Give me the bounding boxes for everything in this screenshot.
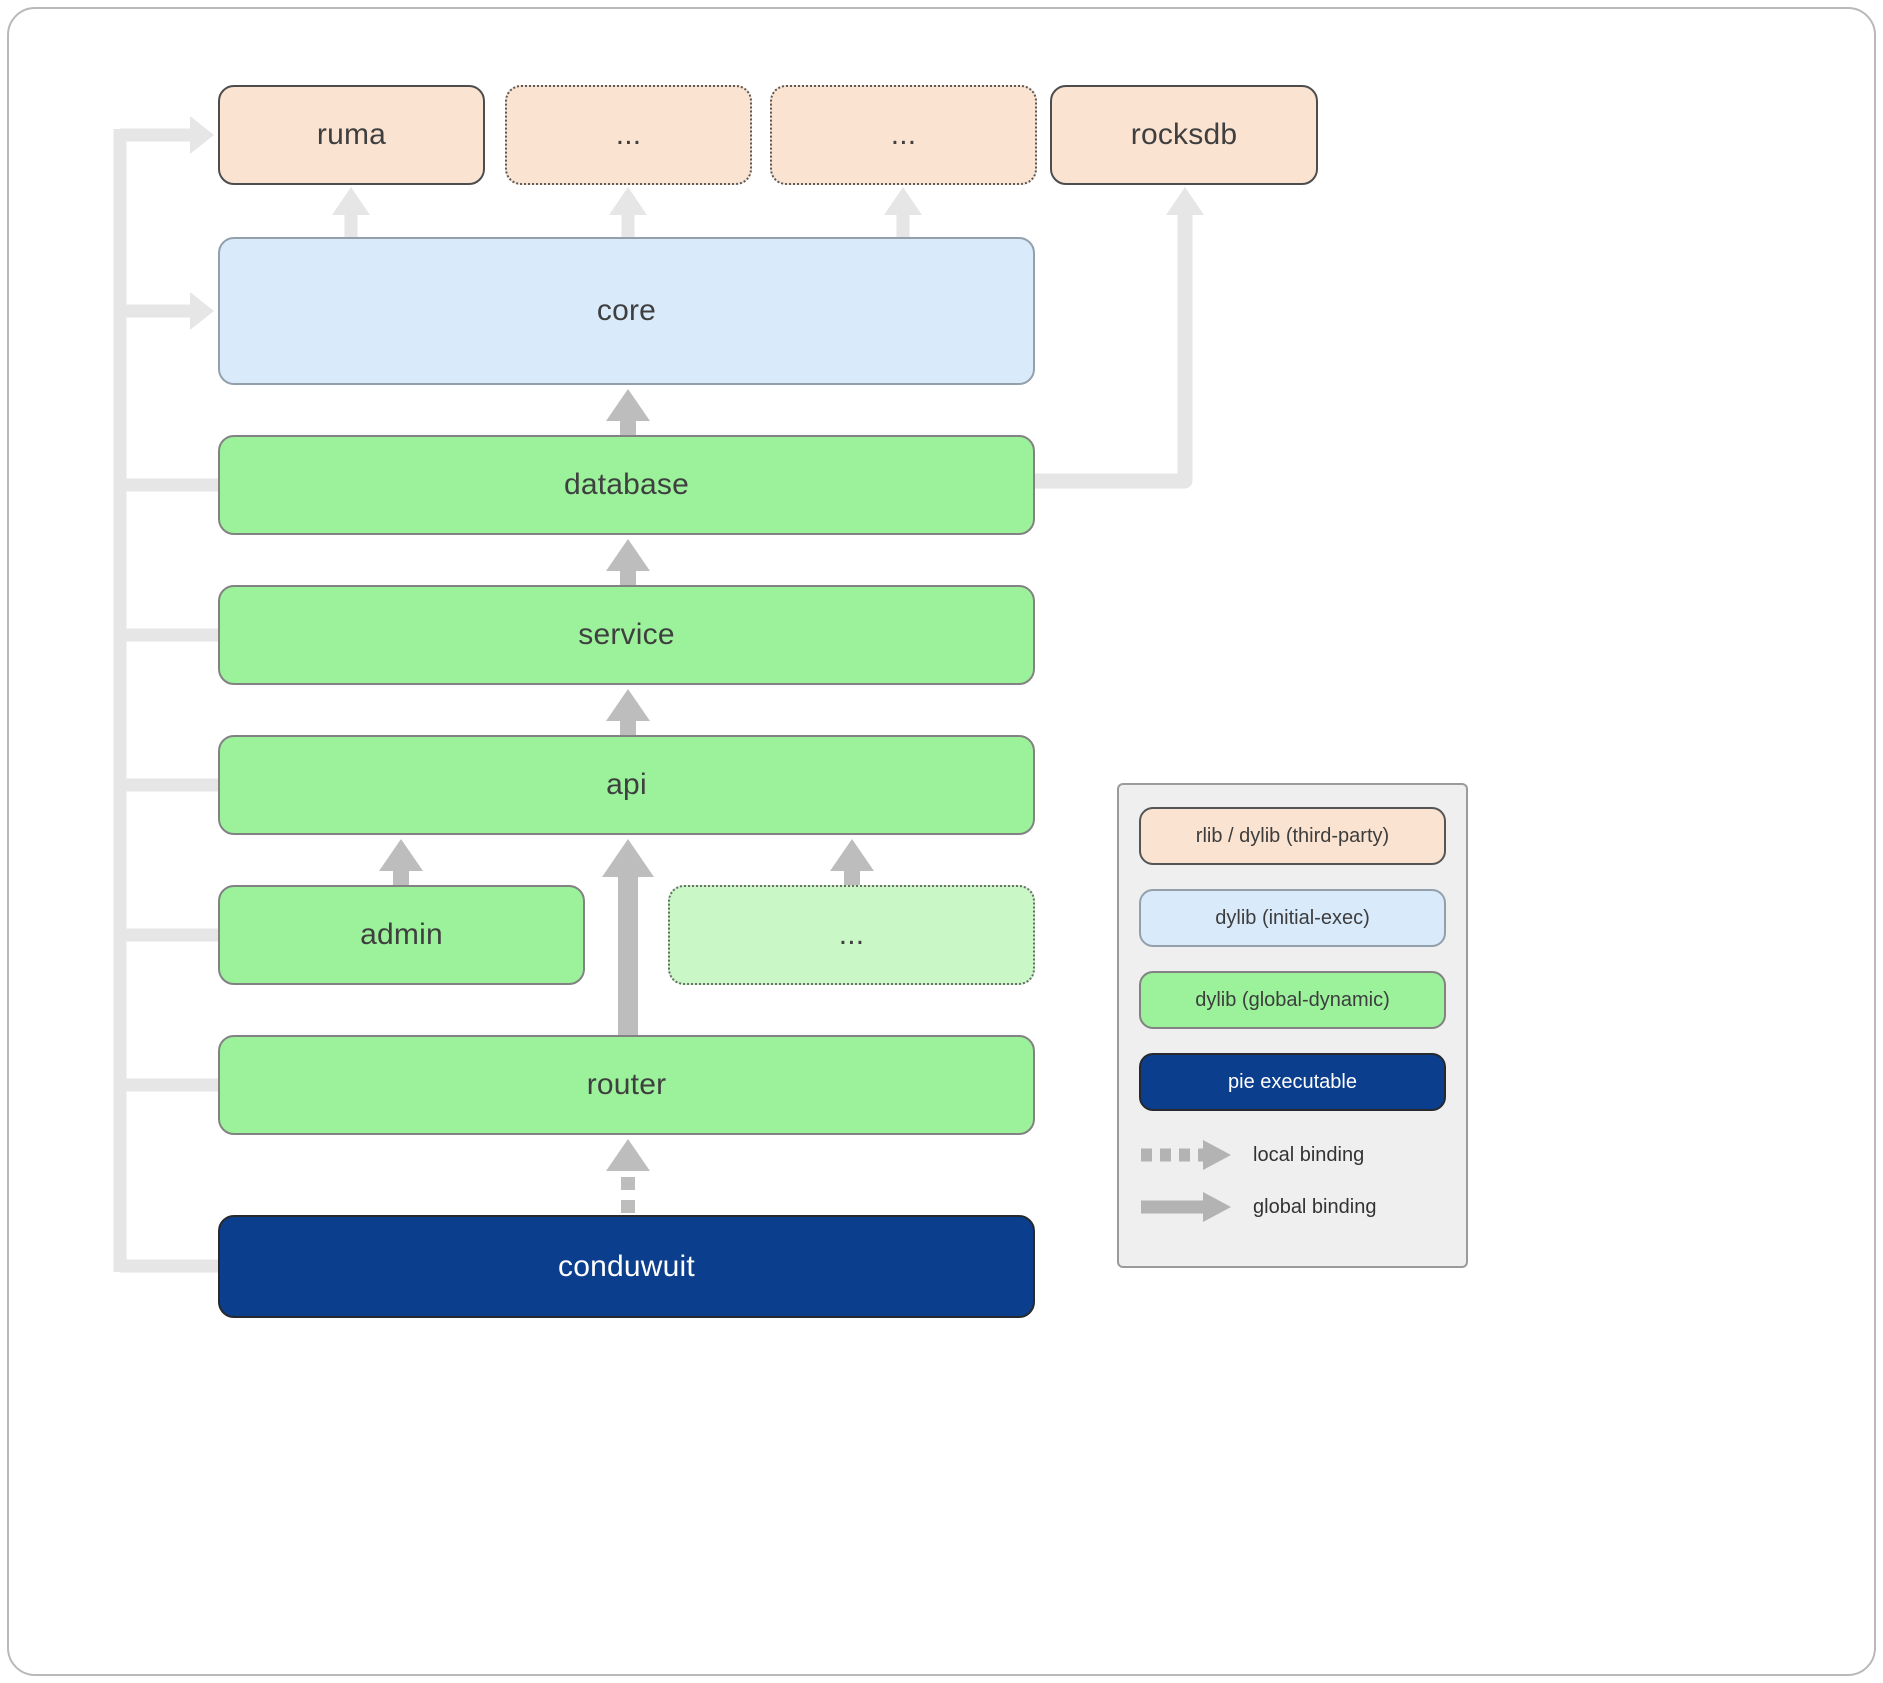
global-binding-arrow-icon	[1141, 1192, 1231, 1222]
node-thirdparty-ellipsis-2: ...	[770, 85, 1037, 185]
conduwuit-to-router-arrow	[606, 1139, 650, 1213]
legend-swatch-global-dynamic: dylib (global-dynamic)	[1139, 971, 1446, 1029]
core-to-thirdparty-arrows	[332, 187, 922, 239]
local-binding-arrow-icon	[1141, 1140, 1231, 1170]
legend-local-binding-label: local binding	[1253, 1143, 1365, 1166]
node-admin: admin	[218, 885, 585, 985]
left-bus-arrowheads	[190, 116, 214, 330]
node-core: core	[218, 237, 1035, 385]
node-router: router	[218, 1035, 1035, 1135]
node-conduwuit: conduwuit	[218, 1215, 1035, 1318]
left-bus-lines	[113, 128, 218, 1273]
legend-swatch-initial-exec: dylib (initial-exec)	[1139, 889, 1446, 947]
node-ruma: ruma	[218, 85, 485, 185]
legend-global-binding-row: global binding	[1139, 1187, 1446, 1227]
node-rocksdb: rocksdb	[1050, 85, 1318, 185]
legend-local-binding-row: local binding	[1139, 1135, 1446, 1175]
node-service: service	[218, 585, 1035, 685]
node-thirdparty-ellipsis-1: ...	[505, 85, 752, 185]
module-arrows	[379, 389, 874, 1037]
legend-swatch-pie-executable: pie executable	[1139, 1053, 1446, 1111]
legend-global-binding-label: global binding	[1253, 1195, 1377, 1218]
node-api: api	[218, 735, 1035, 835]
node-module-ellipsis: ...	[668, 885, 1035, 985]
database-to-rocksdb-arrow	[1035, 187, 1204, 489]
legend-swatch-third-party: rlib / dylib (third-party)	[1139, 807, 1446, 865]
legend: rlib / dylib (third-party) dylib (initia…	[1117, 783, 1468, 1268]
node-database: database	[218, 435, 1035, 535]
